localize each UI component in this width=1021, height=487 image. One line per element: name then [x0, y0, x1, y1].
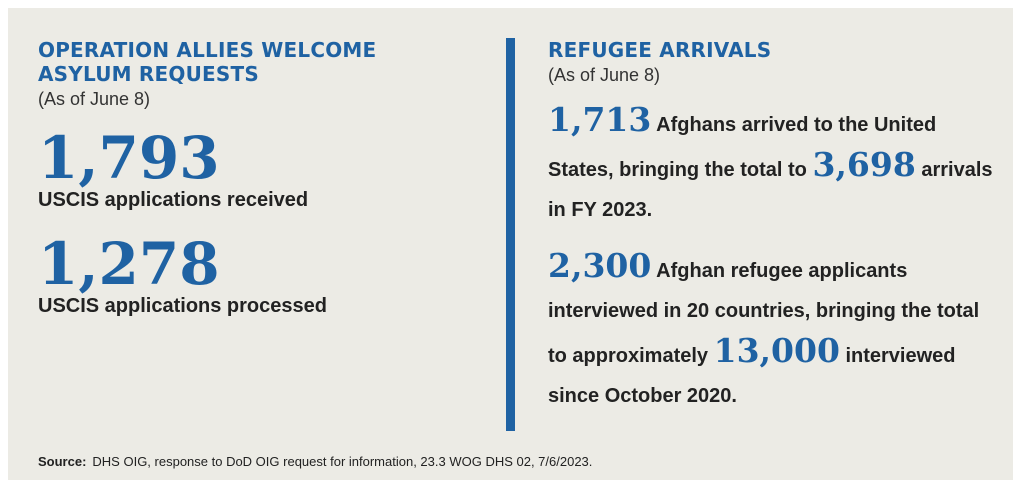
- arrivals-count: 1,713: [548, 100, 652, 139]
- asylum-as-of-date: (As of June 8): [38, 89, 151, 109]
- source-note: Source: DHS OIG, response to DoD OIG requ…: [38, 454, 592, 469]
- source-label: Source:: [38, 454, 87, 469]
- arrivals-text-1: Afghans arrived to the United States, br…: [548, 114, 937, 181]
- applications-received-value: 1,793: [38, 124, 220, 192]
- interviews-paragraph: 2,300 Afghan refugee applicants intervie…: [548, 246, 998, 416]
- applications-processed-value: 1,278: [38, 230, 220, 298]
- refugee-heading: REFUGEE ARRIVALS: [548, 38, 772, 62]
- applications-received-label: USCIS applications received: [38, 189, 309, 211]
- arrivals-paragraph: 1,713 Afghans arrived to the United Stat…: [548, 100, 998, 230]
- refugee-as-of-date: (As of June 8): [548, 65, 661, 85]
- interviewed-count: 2,300: [548, 246, 652, 285]
- section-divider: [506, 38, 515, 431]
- applications-processed-label: USCIS applications processed: [38, 295, 327, 317]
- interviews-text-1: Afghan refugee applicants interviewed in…: [548, 260, 980, 367]
- arrivals-total: 3,698: [812, 145, 916, 184]
- source-text: DHS OIG, response to DoD OIG request for…: [92, 454, 593, 469]
- asylum-heading: OPERATION ALLIES WELCOME ASYLUM REQUESTS: [38, 38, 468, 86]
- arrivals-text-2: arrivals in FY 2023.: [548, 159, 993, 221]
- asylum-requests-section: OPERATION ALLIES WELCOME ASYLUM REQUESTS…: [38, 38, 468, 318]
- refugee-arrivals-section: REFUGEE ARRIVALS (As of June 8) 1,713 Af…: [548, 38, 998, 416]
- infographic-panel: OPERATION ALLIES WELCOME ASYLUM REQUESTS…: [8, 8, 1013, 480]
- interviewed-total: 13,000: [713, 331, 840, 370]
- asylum-heading-line1: OPERATION ALLIES WELCOME: [38, 38, 377, 62]
- applications-processed-stat: 1,278 USCIS applications processed: [38, 234, 468, 318]
- interviews-text-2: interviewed since October 2020.: [548, 345, 956, 407]
- applications-received-stat: 1,793 USCIS applications received: [38, 128, 468, 212]
- asylum-heading-line2: ASYLUM REQUESTS: [38, 62, 259, 86]
